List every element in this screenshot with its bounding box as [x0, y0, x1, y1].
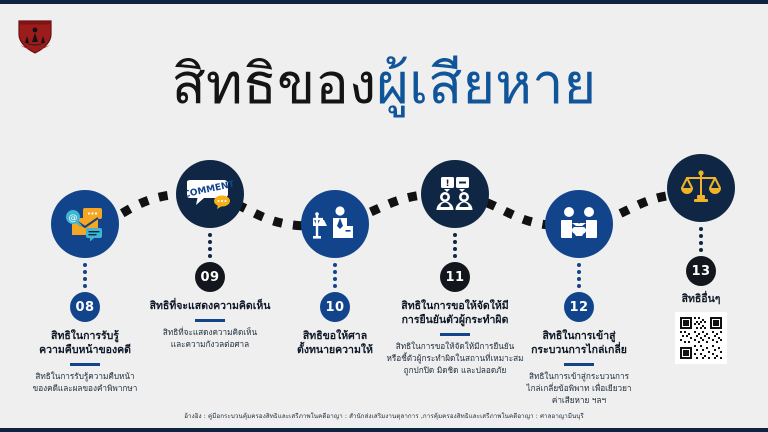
page-title: สิทธิของผู้เสียหาย: [0, 55, 768, 115]
node-subtext-line-1: สิทธิในการขอให้จัดให้มีการยืนยัน: [395, 340, 515, 351]
node-heading: สิทธิในการเข้าสู่ กระบวนการไกล่เกลี่ย: [494, 329, 664, 357]
node-heading-line-2: ความคืบหน้าของคดี: [39, 344, 131, 357]
node-heading-line-1: สิทธิในการเข้าสู่: [542, 330, 616, 342]
node-number-badge: 08: [70, 292, 100, 322]
node-number-badge: 11: [440, 262, 470, 292]
node-heading-line-1: สิทธิขอให้ศาล: [302, 330, 368, 342]
footer-reference: อ้างอิง : คู่มือกระบวนคุ้มครองสิทธิและเส…: [184, 413, 584, 420]
scales-of-justice-icon: [667, 154, 735, 222]
divider: [440, 333, 470, 336]
email-message-icon: @: [51, 190, 119, 258]
node-number-badge: 13: [686, 256, 716, 286]
node-subtext-line-1: สิทธิในการรับรู้ความคืบหน้า: [35, 370, 135, 381]
node-heading-line-1: สิทธิในการขอให้จัดให้มี: [401, 300, 509, 312]
node-heading: สิทธิในการขอให้จัดให้มี การยืนยันตัวผู้ก…: [370, 299, 540, 327]
node-subtext-line-3: ถูกปกปิด มิดชิด และปลอดภัย: [403, 364, 507, 375]
divider: [70, 363, 100, 366]
qr-code[interactable]: [675, 312, 727, 365]
node-13[interactable]: 13 สิทธิอื่นๆ: [616, 154, 768, 365]
node-08[interactable]: @ 08 สิทธิในการรับรู้ ความคืบหน้าของคดี …: [0, 190, 170, 395]
handshake-icon: [545, 190, 613, 258]
svg-text:!: !: [445, 179, 449, 189]
node-stem: [453, 233, 457, 258]
node-11[interactable]: ! 11 สิทธิในการขอให้จัดให้มี การยืนยันตั…: [370, 160, 540, 377]
node-number-badge: 12: [564, 292, 594, 322]
node-subtext-line-3: ค่าเสียหาย ฯลฯ: [551, 394, 607, 405]
court-emblem-logo: [13, 12, 57, 56]
node-09[interactable]: COMMENT 09 สิทธิที่จะแสดงความคิดเห็น สิท…: [125, 160, 295, 350]
divider: [195, 319, 225, 322]
node-subtext-line-1: สิทธิในการเข้าสู่กระบวนการ: [528, 370, 630, 381]
comment-bubble-icon: COMMENT: [176, 160, 244, 228]
node-stem: [208, 233, 212, 258]
node-heading-line-2: การยืนยันตัวผู้กระทำผิด: [401, 314, 509, 327]
node-heading-line-2: ตั้งทนายความให้: [297, 344, 373, 357]
node-subtext: สิทธิที่จะแสดงความคิดเห็น และความกังวลต่…: [125, 327, 295, 351]
node-heading: สิทธิในการรับรู้ ความคืบหน้าของคดี: [0, 329, 170, 357]
node-stem: [83, 263, 87, 288]
node-10[interactable]: 10 สิทธิขอให้ศาล ตั้งทนายความให้: [250, 190, 420, 357]
node-heading-line-1: สิทธิที่จะแสดงความคิดเห็น: [149, 300, 271, 312]
node-heading: สิทธิที่จะแสดงความคิดเห็น: [125, 299, 295, 313]
node-stem: [577, 263, 581, 288]
node-subtext-line-2: ของคดีและผลของคำพิพากษา: [32, 382, 138, 393]
node-heading-line-1: สิทธิอื่นๆ: [681, 293, 721, 305]
lawyer-scales-icon: [301, 190, 369, 258]
node-heading: สิทธิขอให้ศาล ตั้งทนายความให้: [250, 329, 420, 357]
node-subtext-line-2: และความกังวลต่อศาล: [170, 338, 250, 349]
node-heading: สิทธิอื่นๆ: [616, 292, 768, 306]
node-stem: [333, 263, 337, 288]
node-subtext-line-2: หรือชี้ตัวผู้กระทำผิดในสถานที่เหมาะสม: [386, 352, 524, 363]
identify-offender-icon: !: [421, 160, 489, 228]
node-subtext: สิทธิในการเข้าสู่กระบวนการ ไกล่เกลี่ยข้อ…: [494, 371, 664, 407]
divider: [564, 363, 594, 366]
node-heading-line-2: กระบวนการไกล่เกลี่ย: [531, 344, 627, 357]
node-12[interactable]: 12 สิทธิในการเข้าสู่ กระบวนการไกล่เกลี่ย…: [494, 190, 664, 407]
node-stem: [699, 227, 703, 252]
node-number-badge: 10: [320, 292, 350, 322]
node-subtext-line-1: สิทธิที่จะแสดงความคิดเห็น: [162, 326, 258, 337]
node-number-badge: 09: [195, 262, 225, 292]
node-subtext: สิทธิในการรับรู้ความคืบหน้า ของคดีและผลข…: [0, 371, 170, 395]
node-heading-line-1: สิทธิในการรับรู้: [51, 330, 119, 342]
node-subtext-line-2: ไกล่เกลี่ยข้อพิพาท เพื่อเยียวยา: [526, 382, 632, 393]
svg-text:@: @: [69, 214, 78, 224]
title-part-2: ผู้เสียหาย: [376, 52, 597, 117]
node-subtext: สิทธิในการขอให้จัดให้มีการยืนยัน หรือชี้…: [370, 341, 540, 377]
title-part-1: สิทธิของ: [171, 52, 377, 117]
